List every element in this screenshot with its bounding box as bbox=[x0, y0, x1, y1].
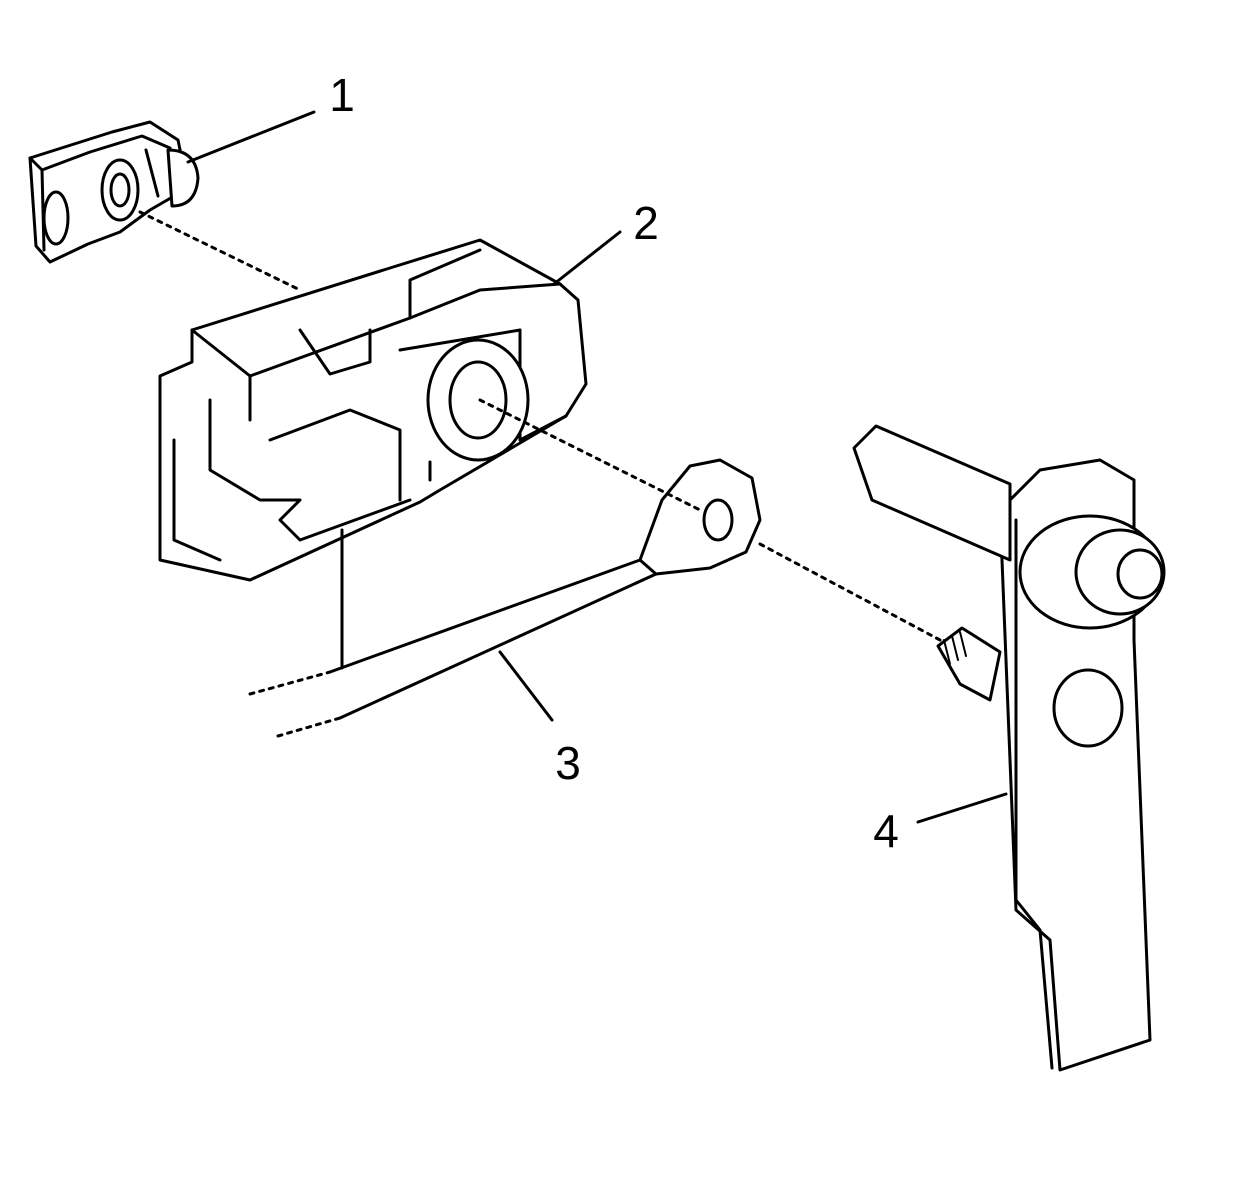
part-1-retainer-clip bbox=[28, 120, 200, 264]
callout-2: 2 bbox=[633, 197, 659, 249]
leader-line-1 bbox=[186, 110, 316, 164]
assembly-line-1 bbox=[138, 210, 302, 292]
part-2-switch-body bbox=[158, 238, 588, 582]
part-4-pedal-arm bbox=[852, 424, 1166, 1072]
part-3-actuating-rod bbox=[248, 458, 762, 738]
assembly-line-3 bbox=[758, 542, 942, 642]
leader-line-4 bbox=[916, 792, 1008, 824]
callout-3: 3 bbox=[555, 737, 581, 789]
leader-line-3 bbox=[498, 650, 554, 722]
callout-1: 1 bbox=[329, 69, 355, 121]
leader-line-2 bbox=[552, 230, 622, 286]
assembly-line-2 bbox=[478, 398, 702, 512]
callout-4: 4 bbox=[873, 805, 899, 857]
